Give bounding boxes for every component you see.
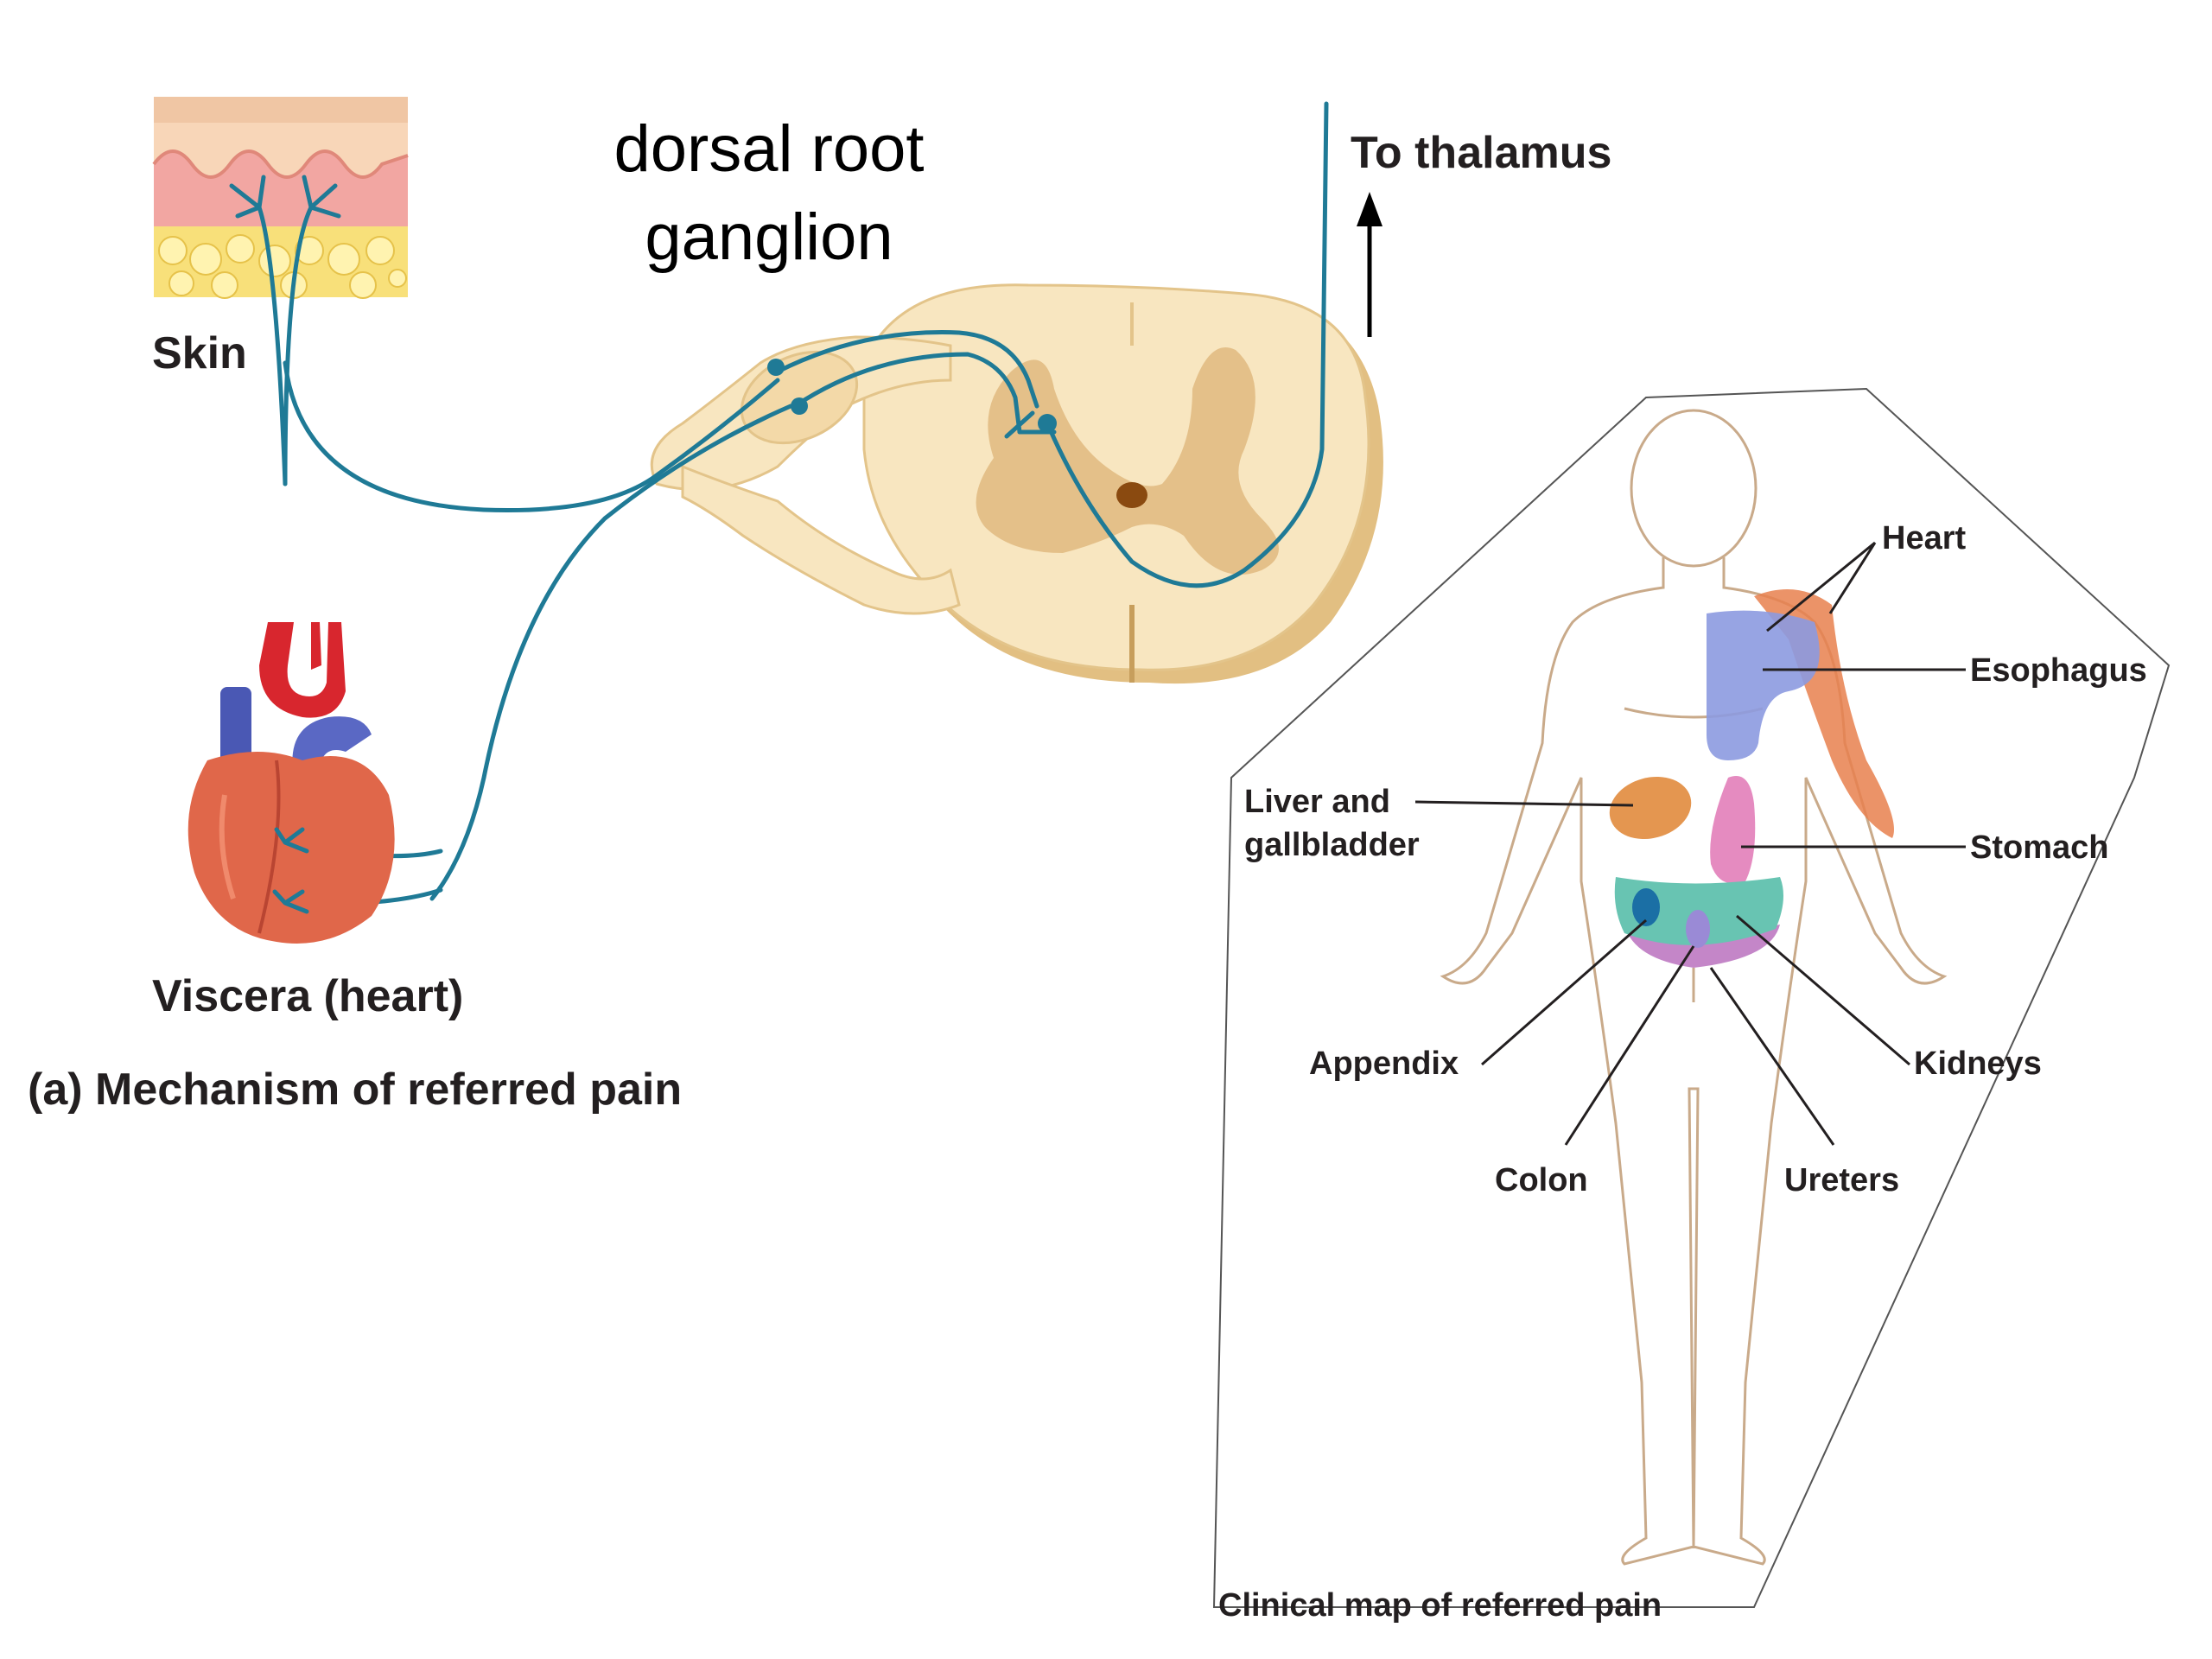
caption: (a) Mechanism of referred pain	[28, 1065, 682, 1115]
skin-label: Skin	[152, 328, 247, 378]
dorsal-root-ganglion-label-line1: dorsal root	[613, 112, 924, 186]
caption-letter: (a)	[28, 1065, 83, 1115]
dorsal-root-ganglion-label-line2: ganglion	[645, 200, 893, 274]
appendix-label: Appendix	[1309, 1046, 1459, 1082]
ureter-region	[1686, 910, 1710, 948]
viscera-label: Viscera (heart)	[152, 971, 463, 1021]
heart-label: Heart	[1882, 520, 1966, 556]
to-thalamus-label: To thalamus	[1351, 128, 1611, 178]
liver-gallbladder-region	[1609, 776, 1692, 840]
heart-illustration	[188, 622, 395, 944]
neuron-cell-bodies	[767, 359, 1057, 433]
spinal-cord-section	[650, 283, 1383, 684]
colon-label: Colon	[1495, 1162, 1588, 1198]
stomach-region	[1710, 776, 1756, 884]
ureters-label: Ureters	[1784, 1162, 1899, 1198]
clinical-map-title: Clinical map of referred pain	[1218, 1587, 1662, 1624]
up-arrow-icon	[1357, 192, 1382, 337]
leader-lines	[1414, 541, 1966, 1146]
heart-region	[1707, 610, 1820, 760]
esophagus-label: Esophagus	[1970, 652, 2147, 689]
clinical-map-panel	[1212, 387, 2171, 1608]
stomach-label: Stomach	[1970, 830, 2108, 866]
caption-text: Mechanism of referred pain	[83, 1065, 683, 1115]
liver-label-line2: gallbladder	[1244, 827, 1420, 863]
appendix-region	[1632, 888, 1660, 926]
esophagus-region	[1754, 589, 1894, 838]
kidneys-label: Kidneys	[1914, 1046, 2042, 1082]
skin-illustration	[152, 97, 409, 486]
liver-label-line1: Liver and	[1244, 784, 1390, 820]
